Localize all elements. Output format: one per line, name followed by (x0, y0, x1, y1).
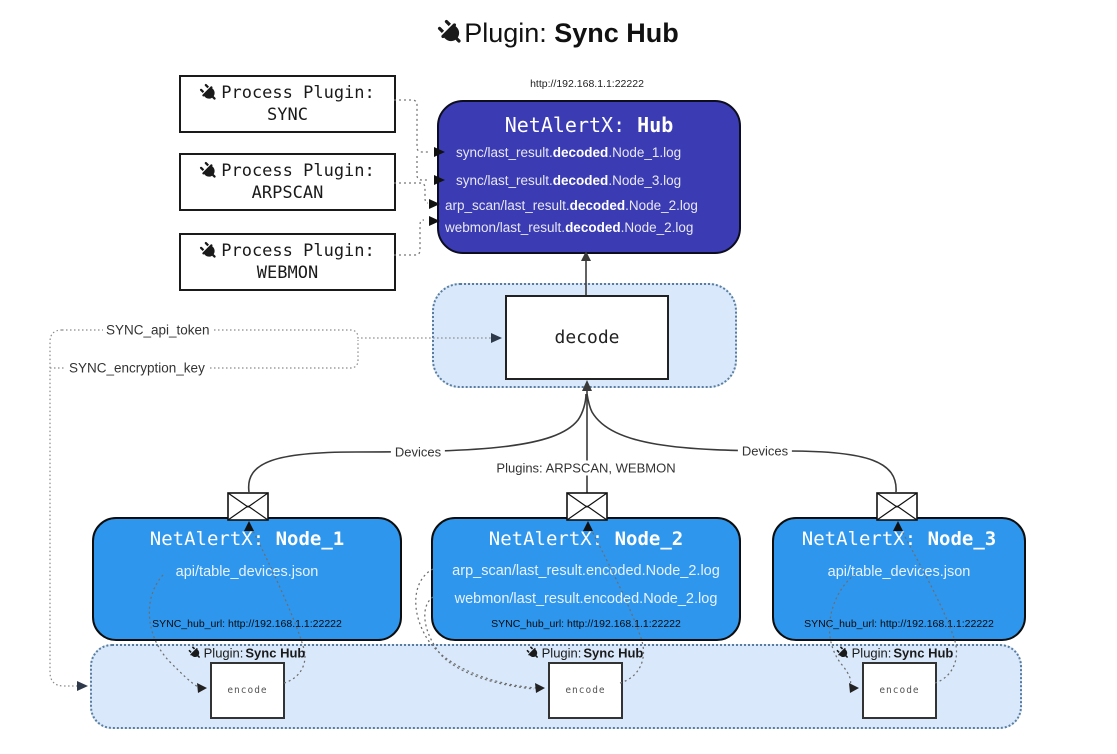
log-bold: decoded (552, 145, 609, 160)
node-title: NetAlertX: Node_2 (433, 528, 739, 550)
node-title-prefix: NetAlertX: (149, 528, 276, 550)
node-title-bold: Node_2 (614, 528, 684, 550)
plug-icon (187, 644, 204, 662)
encoder2-label: Plugin: Sync Hub (525, 644, 644, 662)
process-to-hub-connectors (394, 99, 429, 256)
encode-label: encode (565, 685, 606, 696)
encode2-box: encode (548, 662, 623, 719)
decode-box: decode (505, 295, 669, 380)
envelope-icons (227, 492, 918, 521)
hub-title-bold: Hub (637, 113, 674, 137)
log-post: .Node_2.log (620, 220, 694, 235)
node-title: NetAlertX: Node_1 (94, 528, 400, 550)
log-post: .Node_2.log (625, 198, 698, 213)
log-bold: decoded (565, 220, 621, 235)
plugins-middle-label: Plugins: ARPSCAN, WEBMON (492, 460, 680, 476)
page-title-prefix: Plugin: (464, 18, 555, 48)
hub-box: NetAlertX: Hub sync/last_result.decoded.… (437, 100, 741, 254)
encode-label: encode (227, 685, 268, 696)
node-hub-url: SYNC_hub_url: http://192.168.1.1:22222 (804, 618, 994, 630)
encoder-label-prefix: Plugin: (541, 645, 582, 661)
node-file-line: api/table_devices.json (827, 564, 971, 580)
hub-log-line: arp_scan/last_result.decoded.Node_2.log (445, 198, 698, 213)
hub-url: http://192.168.1.1:22222 (530, 78, 644, 90)
node-title-bold: Node_3 (927, 528, 997, 550)
process-plugin-webmon-box: Process Plugin: WEBMON (179, 233, 396, 291)
page-title-bold: Sync Hub (554, 18, 679, 48)
node-title: NetAlertX: Node_3 (774, 528, 1024, 550)
encoder-label-prefix: Plugin: (203, 645, 244, 661)
process-plugin-label: Process Plugin: (221, 83, 375, 103)
hub-log-line: webmon/last_result.decoded.Node_2.log (445, 220, 693, 235)
devices-left-label: Devices (390, 444, 446, 460)
process-plugin-label: Process Plugin: (221, 241, 375, 261)
page-title: Plugin: Sync Hub (0, 16, 1117, 50)
process-plugin-name: WEBMON (256, 263, 319, 283)
decode-label: decode (554, 327, 620, 348)
encoder-label-prefix: Plugin: (851, 645, 892, 661)
plug-icon (198, 239, 221, 263)
log-bold: decoded (552, 173, 609, 188)
node-hub-url: SYNC_hub_url: http://192.168.1.1:22222 (491, 618, 681, 630)
encode-label: encode (879, 685, 920, 696)
node-title-prefix: NetAlertX: (801, 528, 928, 550)
log-pre: arp_scan/last_result. (445, 198, 570, 213)
sync-encryption-key-label: SYNC_encryption_key (66, 360, 208, 376)
log-post: .Node_3.log (608, 173, 682, 188)
encoder3-label: Plugin: Sync Hub (835, 644, 954, 662)
node-hub-url: SYNC_hub_url: http://192.168.1.1:22222 (152, 618, 342, 630)
node-file-line: api/table_devices.json (175, 564, 319, 580)
node-title-prefix: NetAlertX: (488, 528, 615, 550)
log-post: .Node_1.log (608, 145, 682, 160)
process-plugin-sync-box: Process Plugin: SYNC (179, 75, 396, 133)
encoder-label-bold: Sync Hub (893, 645, 954, 661)
hub-log-line: sync/last_result.decoded.Node_1.log (456, 145, 681, 160)
log-pre: sync/last_result. (456, 145, 553, 160)
node-file-line: arp_scan/last_result.encoded.Node_2.log (452, 563, 720, 579)
sync-api-token-label: SYNC_api_token (103, 322, 213, 338)
encoder1-label: Plugin: Sync Hub (187, 644, 306, 662)
band-in-arrow (77, 681, 88, 691)
encode3-box: encode (862, 662, 937, 719)
plug-icon (198, 81, 221, 105)
node2-box: NetAlertX: Node_2 arp_scan/last_result.e… (431, 517, 741, 641)
encode1-box: encode (210, 662, 285, 719)
process-plugin-arpscan-box: Process Plugin: ARPSCAN (179, 153, 396, 211)
node-title-bold: Node_1 (275, 528, 345, 550)
hub-log-line: sync/last_result.decoded.Node_3.log (456, 173, 681, 188)
node-file-line: webmon/last_result.encoded.Node_2.log (454, 591, 718, 607)
process-plugin-name: ARPSCAN (251, 183, 324, 203)
plug-icon (198, 159, 221, 183)
node-to-decode-curves (247, 390, 897, 520)
hub-title: NetAlertX: Hub (439, 113, 739, 137)
log-bold: decoded (569, 198, 626, 213)
encoder-label-bold: Sync Hub (583, 645, 644, 661)
log-pre: webmon/last_result. (445, 220, 566, 235)
process-plugin-name: SYNC (267, 105, 308, 125)
log-pre: sync/last_result. (456, 173, 553, 188)
devices-right-label: Devices (737, 443, 793, 459)
encoder-label-bold: Sync Hub (245, 645, 306, 661)
plug-icon (525, 644, 542, 662)
plug-icon (835, 644, 852, 662)
process-plugin-label: Process Plugin: (221, 161, 375, 181)
hub-title-prefix: NetAlertX: (504, 113, 638, 137)
node3-box: NetAlertX: Node_3 api/table_devices.json… (772, 517, 1026, 641)
node1-box: NetAlertX: Node_1 api/table_devices.json… (92, 517, 402, 641)
